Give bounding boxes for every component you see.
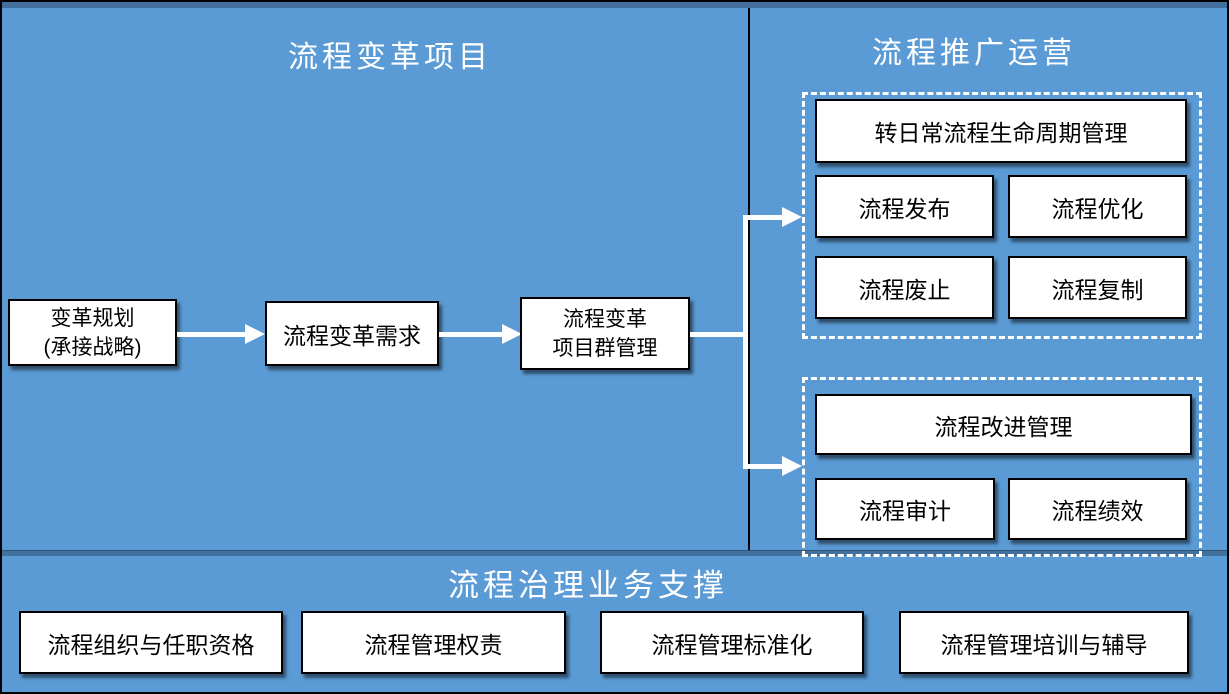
arrow-line-planning-to-demand (177, 332, 245, 337)
arrow-right-icon (502, 324, 522, 344)
connector-vertical-split (743, 215, 748, 469)
arrow-right-icon (245, 324, 265, 344)
section-title-process-governance-support: 流程治理业务支撑 (448, 568, 728, 603)
box-process-publish-label: 流程发布 (858, 195, 951, 222)
flow-box-change-planning-line2: (承接战略) (43, 335, 142, 359)
box-management-authority: 流程管理权责 (301, 611, 566, 674)
box-management-standardization: 流程管理标准化 (600, 611, 864, 674)
vertical-section-divider (748, 8, 750, 554)
box-daily-lifecycle-management: 转日常流程生命周期管理 (815, 99, 1187, 163)
dashed-group-lifecycle (802, 92, 1202, 339)
flow-box-program-management: 流程变革 项目群管理 (520, 297, 690, 370)
connector-branch-top (746, 215, 782, 220)
flow-box-process-change-demand-label: 流程变革需求 (283, 322, 421, 349)
arrow-line-demand-to-program (439, 332, 502, 337)
box-process-optimize-label: 流程优化 (1051, 195, 1144, 222)
horizontal-section-divider (2, 550, 1227, 556)
box-training-coaching: 流程管理培训与辅导 (899, 611, 1189, 674)
flow-box-program-management-line2: 项目群管理 (552, 336, 658, 360)
flow-box-change-planning-line1: 变革规划 (50, 306, 135, 330)
box-process-improvement-management-label: 流程改进管理 (934, 413, 1073, 440)
box-process-abolish-label: 流程废止 (858, 276, 951, 303)
section-title-process-promotion-operations: 流程推广运营 (872, 37, 1076, 70)
box-daily-lifecycle-management-label: 转日常流程生命周期管理 (874, 120, 1128, 146)
box-process-abolish: 流程废止 (815, 256, 994, 319)
box-process-audit: 流程审计 (815, 478, 995, 540)
box-process-improvement-management: 流程改进管理 (815, 394, 1192, 455)
box-management-authority-label: 流程管理权责 (364, 631, 503, 658)
flow-box-program-management-line1: 流程变革 (563, 307, 647, 331)
arrow-right-icon (782, 207, 802, 227)
box-process-audit-label: 流程审计 (859, 498, 951, 524)
box-org-qualification: 流程组织与任职资格 (19, 611, 283, 674)
flow-box-change-planning: 变革规划 (承接战略) (8, 299, 177, 366)
box-process-copy-label: 流程复制 (1051, 276, 1144, 303)
box-training-coaching-label: 流程管理培训与辅导 (940, 631, 1148, 658)
box-org-qualification-label: 流程组织与任职资格 (47, 631, 255, 658)
box-process-publish: 流程发布 (815, 175, 994, 238)
top-border-stripe (2, 2, 1227, 8)
connector-branch-bottom (746, 464, 782, 469)
flow-box-process-change-demand: 流程变革需求 (265, 301, 439, 366)
box-process-copy: 流程复制 (1008, 256, 1187, 319)
arrow-right-icon (782, 456, 802, 476)
section-title-process-change-project: 流程变革项目 (288, 41, 492, 74)
box-process-performance: 流程绩效 (1008, 478, 1187, 540)
dashed-group-improvement (802, 377, 1202, 557)
connector-program-stem (690, 332, 748, 337)
box-management-standardization-label: 流程管理标准化 (651, 631, 813, 658)
box-process-performance-label: 流程绩效 (1051, 498, 1144, 524)
box-process-optimize: 流程优化 (1008, 175, 1187, 238)
